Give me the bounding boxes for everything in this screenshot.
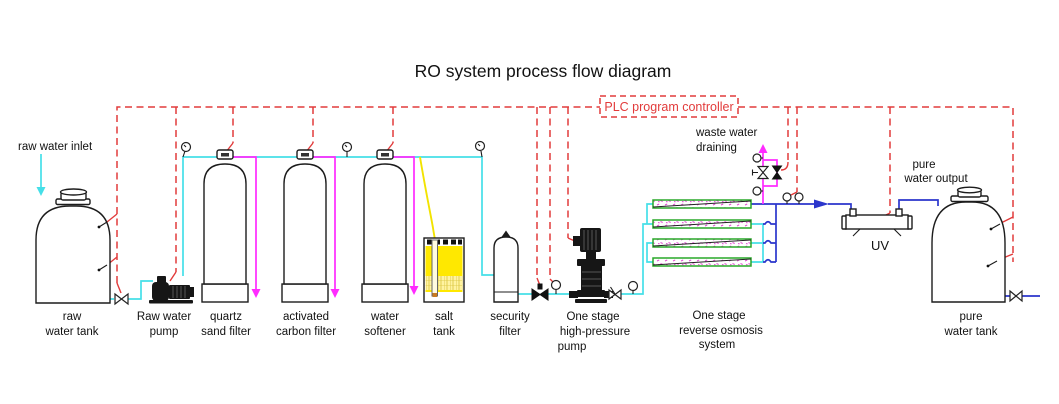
pressure-gauge-icon <box>627 280 639 292</box>
level-sensor-icon <box>98 221 108 271</box>
sensor-icon <box>782 192 792 202</box>
activated-carbon-filter <box>281 149 329 303</box>
ro-system-label-3: system <box>699 339 735 351</box>
pressure-gauges <box>180 140 804 294</box>
waste-manual-valve-icon <box>751 165 770 180</box>
valve-icon <box>1009 289 1023 303</box>
drain-arrow <box>251 289 261 298</box>
drain-arrow <box>409 286 419 295</box>
diagram-title: RO system process flow diagram <box>415 61 672 81</box>
inlet-arrow <box>36 187 46 196</box>
hp-pump-label-2: high-pressure <box>560 326 630 338</box>
pressure-gauge-icon <box>752 186 762 196</box>
brine-tube <box>431 239 438 297</box>
waste-auto-valve-icon <box>771 165 783 180</box>
raw-water-tank <box>35 188 111 304</box>
plc-controller-label: PLC program controller <box>604 100 733 114</box>
valve-icon <box>114 292 129 306</box>
plc-control-wiring <box>106 106 1014 294</box>
waste-water-label-2: draining <box>696 142 737 154</box>
plc-controller-box: PLC program controller <box>599 95 739 118</box>
salt-tank <box>423 237 465 303</box>
softener-label-2: softener <box>364 326 406 338</box>
pure-output-label-2: water output <box>903 173 968 185</box>
raw-water-tank-label-1: raw <box>63 311 82 323</box>
drain-piping <box>233 144 778 298</box>
ro-membrane-vessels <box>652 199 752 267</box>
brine-line <box>419 156 436 243</box>
drain-arrow <box>330 289 340 298</box>
level-sensor-icon <box>987 223 1001 267</box>
auto-valve-icon <box>531 283 549 301</box>
pure-water-piping <box>751 199 1040 297</box>
waste-water-label-1: waste water <box>695 127 758 139</box>
quartz-filter-label-2: sand filter <box>201 326 251 338</box>
valve-icon <box>608 286 622 301</box>
uv-sterilizer <box>841 208 913 237</box>
sensor-icon <box>794 192 804 202</box>
water-softener <box>361 149 409 303</box>
pure-tank-label-1: pure <box>959 311 982 323</box>
plc-box-border <box>599 95 739 118</box>
pure-output-label-1: pure <box>912 159 935 171</box>
softener-label-1: water <box>370 311 399 323</box>
security-filter <box>493 230 519 303</box>
quartz-filter-label-1: quartz <box>210 311 242 323</box>
quartz-sand-filter <box>201 149 249 303</box>
hp-pump-label-3: pump <box>558 341 587 353</box>
raw-water-pump-label-1: Raw water <box>137 311 191 323</box>
high-pressure-pump-icon <box>569 228 613 303</box>
raw-water-inlet-label: raw water inlet <box>18 141 93 153</box>
hp-pump-label-1: One stage <box>566 311 619 323</box>
flow-arrow <box>814 199 829 209</box>
pressure-gauge-icon <box>752 153 762 163</box>
salt-tank-label-1: salt <box>435 311 454 323</box>
pressure-gauge-icon <box>550 279 562 291</box>
salt-tank-label-2: tank <box>433 326 455 338</box>
uv-label: UV <box>871 238 889 253</box>
carbon-filter-label-2: carbon filter <box>276 326 336 338</box>
waste-arrow-up <box>758 144 768 153</box>
ro-system-label-1: One stage <box>692 310 745 322</box>
raw-water-tank-label-2: water tank <box>44 326 98 338</box>
carbon-filter-label-1: activated <box>283 311 329 323</box>
security-filter-label-1: security <box>490 311 530 323</box>
pure-water-tank <box>931 186 1006 303</box>
pure-tank-label-2: water tank <box>943 326 997 338</box>
security-filter-label-2: filter <box>499 326 521 338</box>
ro-system-label-2: reverse osmosis <box>679 325 763 337</box>
raw-water-pump-icon <box>149 276 194 304</box>
raw-water-pump-label-2: pump <box>150 326 179 338</box>
